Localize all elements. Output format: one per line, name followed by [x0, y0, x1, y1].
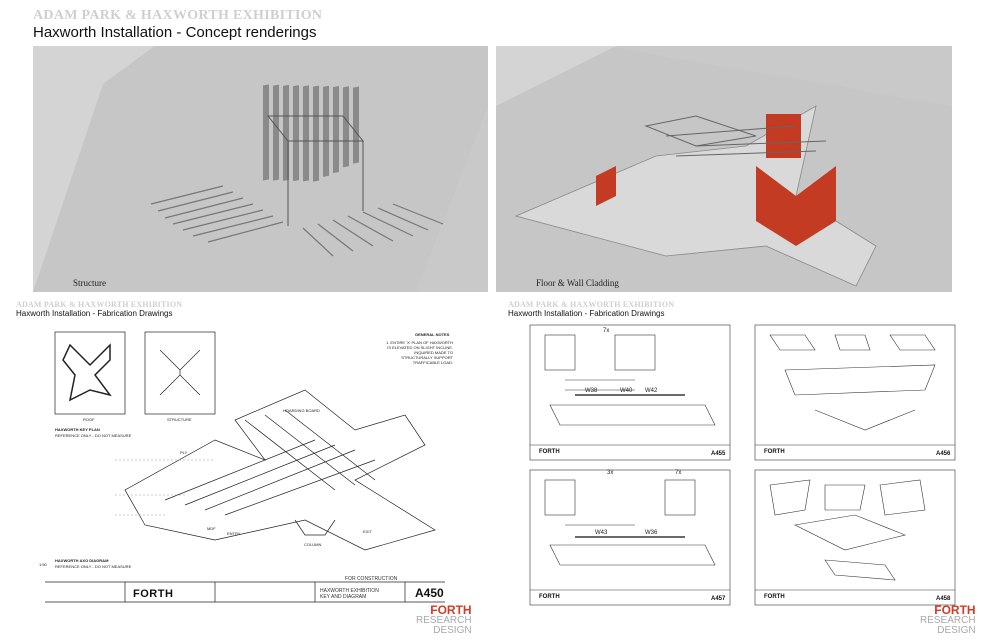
- brand-line1: FORTH: [430, 603, 472, 617]
- dim-w38: W38: [585, 388, 598, 394]
- dim-w36: W36: [645, 530, 658, 536]
- left-sheet-exhibition: ADAM PARK & HAXWORTH EXHIBITION: [16, 300, 183, 309]
- page-title: Haxworth Installation - Concept renderin…: [33, 24, 317, 41]
- axo-label: HAXWORTH AXO DIAGRAM: [55, 558, 109, 563]
- brand-line2: RESEARCH: [416, 615, 472, 626]
- general-notes-text: 1. ENTIRE 'X' PLAN OF HAXWORTH IS ELEVAT…: [385, 340, 453, 365]
- key-plan-ref: REFERENCE ONLY - DO NOT MEASURE: [55, 433, 132, 438]
- label-ply: PLY: [180, 450, 188, 455]
- left-sheet-project: HAXWORTH EXHIBITION KEY AND DIAGRAM: [320, 588, 379, 600]
- caption-structure: Structure: [73, 278, 106, 288]
- dim-3x: 3x: [607, 470, 614, 476]
- key-plan-label: HAXWORTH KEY PLAN: [55, 427, 100, 432]
- right-sheet-title: Haxworth Installation - Fabrication Draw…: [508, 309, 665, 318]
- brand-line3-right: DESIGN: [937, 625, 976, 636]
- scale-label: 1:50: [39, 562, 47, 567]
- label-hoarding-board: HOARDING BOARD: [283, 408, 320, 413]
- dim-w40: W40: [620, 388, 633, 394]
- brand-line3: DESIGN: [433, 625, 472, 636]
- left-sheet-title: Haxworth Installation - Fabrication Draw…: [16, 309, 173, 318]
- structure-render-image: [33, 46, 488, 292]
- right-sheets-drawing: [529, 324, 956, 606]
- plan-label-structure: STRUCTURE: [167, 417, 192, 422]
- sheet-number-a455: A455: [711, 451, 726, 457]
- rendering-structure: Structure: [33, 46, 488, 292]
- left-sheet-status: FOR CONSTRUCTION: [345, 576, 398, 582]
- firm-sheet-3: FORTH: [539, 594, 560, 600]
- label-exit: EXIT: [363, 529, 372, 534]
- rendering-cladding: Floor & Wall Cladding: [496, 46, 952, 292]
- label-mdf: MDF: [207, 526, 216, 531]
- dim-w43: W43: [595, 530, 608, 536]
- dim-7x-a: 7x: [603, 328, 610, 334]
- axo-ref: REFERENCE ONLY - DO NOT MEASURE: [55, 564, 132, 569]
- cladding-render-image: [496, 46, 952, 292]
- firm-sheet-4: FORTH: [764, 594, 785, 600]
- brand-line2-right: RESEARCH: [920, 615, 976, 626]
- sheet-number-a457: A457: [711, 596, 726, 602]
- plan-label-roof: ROOF: [83, 417, 95, 422]
- dim-7x-c: 7x: [675, 470, 682, 476]
- left-sheet-firm: FORTH: [133, 588, 174, 600]
- label-entry: ENTRY: [227, 531, 241, 536]
- firm-sheet-1: FORTH: [539, 449, 560, 455]
- left-fabrication-sheet: GENERAL NOTES 1. ENTIRE 'X' PLAN OF HAXW…: [15, 320, 455, 612]
- sheet-number-a458: A458: [936, 596, 951, 602]
- right-fabrication-sheets: 7x W38 W40 W42 3x 7x W43 W36 FORTH A455 …: [525, 320, 965, 610]
- label-column: COLUMN: [304, 542, 322, 547]
- brand-logo-left: FORTH RESEARCH DESIGN: [416, 604, 472, 636]
- left-sheet-number: A450: [415, 586, 444, 600]
- exhibition-heading: ADAM PARK & HAXWORTH EXHIBITION: [33, 8, 323, 23]
- firm-sheet-2: FORTH: [764, 449, 785, 455]
- general-notes-title: GENERAL NOTES: [415, 332, 450, 337]
- sheet-number-a456: A456: [936, 451, 951, 457]
- left-sheet-drawing: [45, 331, 445, 603]
- right-sheet-exhibition: ADAM PARK & HAXWORTH EXHIBITION: [508, 300, 675, 309]
- caption-cladding: Floor & Wall Cladding: [536, 278, 619, 288]
- dim-w42: W42: [645, 388, 658, 394]
- brand-logo-right: FORTH RESEARCH DESIGN: [920, 604, 976, 636]
- brand-line1-right: FORTH: [934, 603, 976, 617]
